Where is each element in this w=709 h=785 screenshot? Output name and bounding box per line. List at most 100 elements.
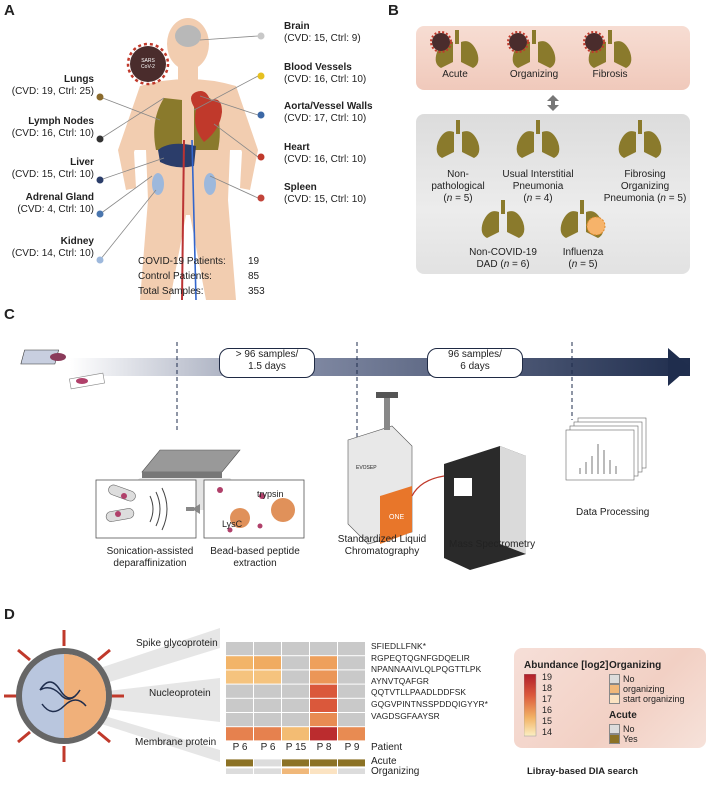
- label-bead-extraction: Bead-based peptide extraction: [210, 546, 300, 569]
- peptide: GQGVPINTNSSPDDQIGYYR*: [371, 698, 489, 709]
- peptide: VAGDSGFAAYSR: [371, 710, 440, 721]
- acute-cell: [282, 759, 309, 767]
- organizing-cell: [282, 768, 309, 774]
- heatmap-cell: [226, 727, 253, 741]
- ms-instrument-icon: [444, 446, 526, 570]
- label-non-pathological: Non- pathological (n = 5): [431, 169, 485, 204]
- legend-acute-title: Acute: [609, 710, 637, 721]
- heatmap-cell: [254, 670, 281, 684]
- organizing-cell: [310, 768, 337, 774]
- label-fop: Fibrosing Organizing Pneumonia (n = 5): [603, 169, 687, 204]
- organizing-cell: [338, 768, 365, 774]
- organ-kidney: Kidney (CVD: 14, Ctrl: 10): [11, 236, 94, 259]
- label-lc: Standardized Liquid Chromatography: [337, 534, 427, 557]
- organ-blood-vessels: Blood Vessels (CVD: 16, Ctrl: 10): [284, 62, 367, 85]
- heatmap-cell: [254, 684, 281, 698]
- virus-cross-section-icon: [4, 628, 220, 762]
- lc-instrument-icon: [347, 392, 413, 545]
- timeline-arrow: [70, 358, 690, 376]
- organ-brain: Brain (CVD: 15, Ctrl: 9): [284, 21, 361, 44]
- peptide: AYNVTQAFGR: [371, 675, 430, 686]
- connector-lines: [99, 35, 259, 261]
- spleen-dot: [257, 194, 265, 202]
- data-processing-icon: [565, 417, 647, 481]
- heatmap-cell: [282, 684, 309, 698]
- virus-label: SARS CoV-2: [141, 58, 155, 70]
- patient-labels: P 6 P 6 P 15 P 8 P 9: [232, 742, 360, 753]
- aorta-dot: [257, 111, 265, 119]
- acute-cell: [226, 759, 253, 767]
- heatmap-cell: [310, 642, 337, 656]
- heatmap-cell: [338, 713, 365, 727]
- panel-a-body-illustration: [96, 18, 265, 300]
- blood-vessels-dot: [257, 72, 265, 80]
- organ-spleen: Spleen (CVD: 15, Ctrl: 10): [284, 182, 367, 205]
- heatmap-cell: [310, 713, 337, 727]
- heatmap-cell: [338, 656, 365, 670]
- peptide: SFIEDLLFNK*: [371, 641, 427, 651]
- double-arrow-icon: [547, 95, 559, 111]
- well-plate-icon: [141, 449, 241, 478]
- heatmap-cell: [310, 656, 337, 670]
- organ-liver: Liver (CVD: 15, Ctrl: 10): [11, 157, 94, 180]
- heatmap-cell: [254, 698, 281, 712]
- heatmap-cell: [282, 698, 309, 712]
- stats-block: COVID-19 Patients:19 Control Patients:85…: [138, 256, 265, 297]
- heatmap-cell: [282, 642, 309, 656]
- panel-a-letter: A: [4, 2, 15, 19]
- throughput-bubble-1: > 96 samples/ 1.5 days: [219, 348, 315, 378]
- panel-d-letter: D: [4, 606, 15, 623]
- peptide-list: SFIEDLLFNK* RGPEQTQGNFGDQELIR NPANNAAIVL…: [371, 641, 488, 722]
- sars-cov-2-virus-icon: [126, 42, 170, 86]
- label-organizing-row: Organizing: [371, 766, 420, 777]
- label-non-covid-dad: Non-COVID-19 DAD (n = 6): [469, 247, 537, 270]
- heatmap-cell: [310, 684, 337, 698]
- organizing-cell: [254, 768, 281, 774]
- heatmap-cell: [338, 670, 365, 684]
- legend-abundance-title: Abundance [log2]: [524, 660, 609, 671]
- throughput-bubble-2: 96 samples/ 6 days: [427, 348, 523, 378]
- adrenal-gland-dot: [96, 210, 104, 218]
- tissue-slide-icons: [20, 349, 105, 390]
- label-influenza: Influenza (n = 5): [562, 247, 604, 270]
- liver-dot: [96, 176, 104, 184]
- heatmap-cell: [226, 698, 253, 712]
- heatmap-cell: [226, 670, 253, 684]
- heatmap-cell: [310, 698, 337, 712]
- lung-fop: [618, 120, 662, 158]
- heatmap-cell: [282, 727, 309, 741]
- lung-non-pathological: [436, 120, 480, 158]
- acute-cell: [338, 759, 365, 767]
- label-uip: Usual Interstitial Pneumonia (n = 4): [502, 169, 574, 204]
- colorbar-ticks: 19 18 17 16 15 14: [542, 672, 553, 737]
- human-body-figure: [118, 18, 258, 300]
- legend-organizing-items: No organizing start organizing: [609, 674, 685, 704]
- peptide: QQTVTLLPAADLDDFSK: [371, 687, 467, 698]
- heart-dot: [257, 153, 265, 161]
- label-membrane-protein: Membrane protein: [135, 737, 217, 748]
- lung-uip: [516, 120, 560, 158]
- heatmap-cell: [254, 713, 281, 727]
- lymph-nodes-dot: [96, 135, 104, 143]
- heatmap-cell: [310, 727, 337, 741]
- brain-dot: [257, 32, 265, 40]
- heatmap-cell: [338, 698, 365, 712]
- label-fibrosis: Fibrosis: [592, 69, 628, 80]
- label-organizing: Organizing: [509, 69, 559, 80]
- lungs-dot: [96, 93, 104, 101]
- influenza-virus-icon: [586, 216, 606, 236]
- organ-heart: Heart (CVD: 16, Ctrl: 10): [284, 142, 367, 165]
- peptide: RGPEQTQGNFGDQELIR: [371, 652, 470, 663]
- heatmap-cell: [226, 642, 253, 656]
- legend-footer: Libray-based DIA search: [527, 766, 639, 777]
- panel-b-lungs: [430, 30, 662, 238]
- heatmap-cell: [254, 727, 281, 741]
- heatmap-cell: [282, 670, 309, 684]
- abundance-colorbar: [524, 674, 537, 737]
- organ-lungs: Lungs (CVD: 19, Ctrl: 25): [11, 74, 94, 97]
- heatmap-cell: [226, 684, 253, 698]
- heatmap-cell: [338, 642, 365, 656]
- heatmap-cell: [282, 713, 309, 727]
- acute-cell: [310, 759, 337, 767]
- panel-c-workflow: [20, 342, 690, 570]
